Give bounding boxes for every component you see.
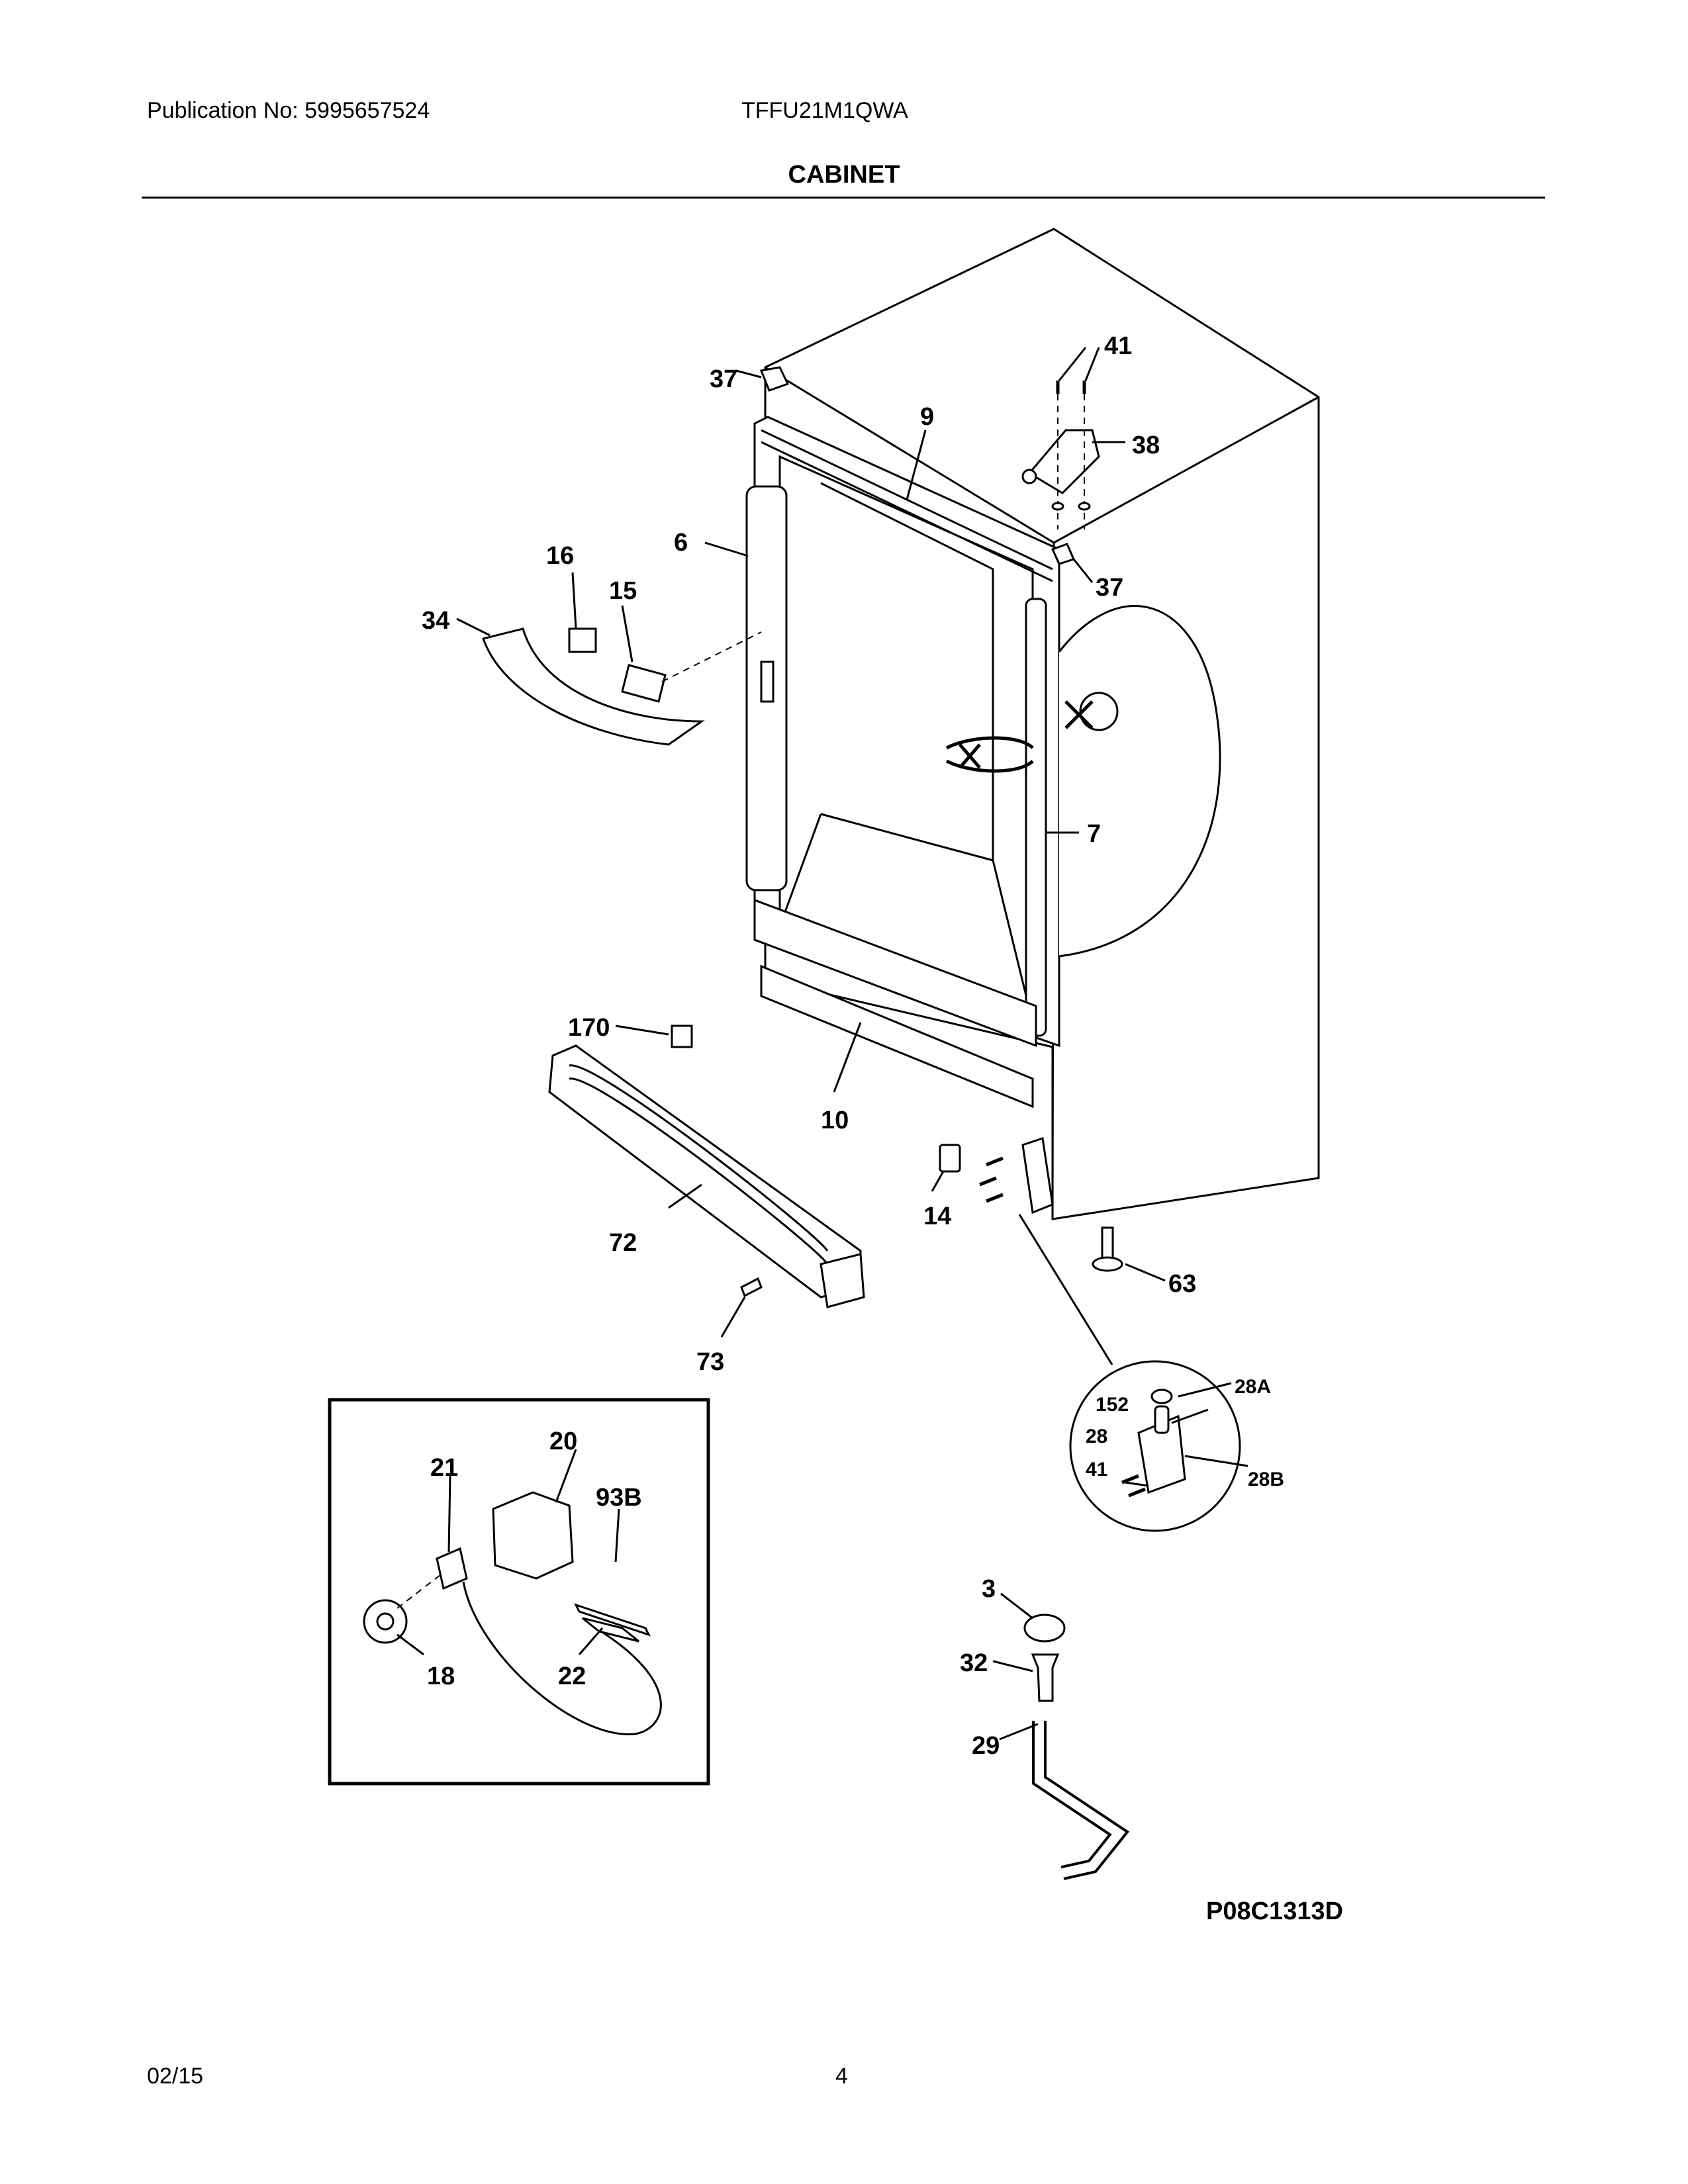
footer-date: 02/15 [147, 2064, 204, 2089]
callout-28: 28 [1086, 1426, 1107, 1447]
callout-10: 10 [821, 1107, 849, 1134]
drain-assembly [1023, 1614, 1130, 1880]
callout-37-right: 37 [1096, 574, 1123, 602]
callout-18: 18 [427, 1662, 455, 1690]
callout-9: 9 [920, 403, 934, 431]
callout-34: 34 [422, 607, 449, 635]
callout-22: 22 [558, 1662, 586, 1690]
callout-7: 7 [1087, 820, 1101, 848]
callout-152: 152 [1096, 1394, 1129, 1416]
callout-15: 15 [609, 577, 637, 605]
callout-21: 21 [430, 1454, 458, 1482]
hinge-detail-inset [1018, 1214, 1241, 1532]
callout-28B: 28B [1248, 1469, 1284, 1490]
callout-14: 14 [923, 1203, 951, 1230]
light-assembly [482, 627, 762, 746]
callout-32: 32 [960, 1649, 988, 1677]
callout-93B: 93B [596, 1484, 642, 1512]
page-number: 4 [835, 2064, 848, 2089]
callout-29: 29 [972, 1732, 1000, 1760]
callout-38: 38 [1132, 432, 1160, 459]
callout-63: 63 [1168, 1270, 1196, 1298]
switch-170 [671, 1024, 693, 1048]
callout-41-inset: 41 [1086, 1459, 1107, 1480]
model-number: TFFU21M1QWA [741, 98, 908, 123]
header-divider [142, 197, 1545, 199]
callout-37-top-left: 37 [710, 365, 737, 393]
callout-3: 3 [982, 1575, 996, 1603]
callout-20: 20 [549, 1428, 577, 1455]
callout-28A: 28A [1235, 1376, 1271, 1398]
callout-6: 6 [674, 529, 688, 557]
callout-170: 170 [568, 1014, 610, 1042]
callout-41-top: 41 [1104, 332, 1132, 360]
diagram-code: P08C1313D [1206, 1897, 1344, 1925]
page-title: CABINET [788, 161, 900, 189]
callout-73: 73 [696, 1348, 724, 1376]
callout-72: 72 [609, 1229, 637, 1257]
publication-number: Publication No: 5995657524 [147, 98, 430, 123]
leader-lines [397, 347, 1248, 1741]
control-box-inset [328, 1398, 710, 1786]
base-grille [548, 1044, 865, 1308]
callout-16: 16 [546, 542, 574, 570]
